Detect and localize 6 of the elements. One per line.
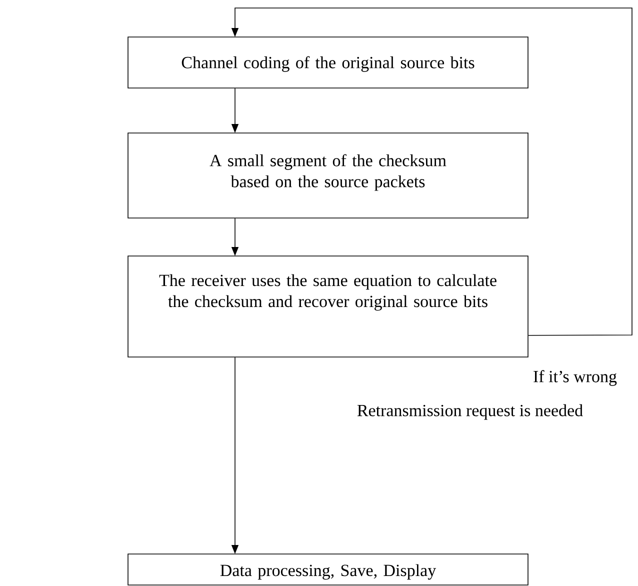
note-text: If it’s wrong [534,370,617,386]
process-box: Channel coding of the original source bits [128,36,528,88]
process-box: The receiver uses the same equation to calculate the checksum and recover original source bits [128,256,528,358]
process-box: Data processing, Save, Display [128,554,528,586]
process-box: A small segment of the checksum based on the source packets [128,132,528,218]
note-text: Retransmission request is needed [357,404,583,420]
